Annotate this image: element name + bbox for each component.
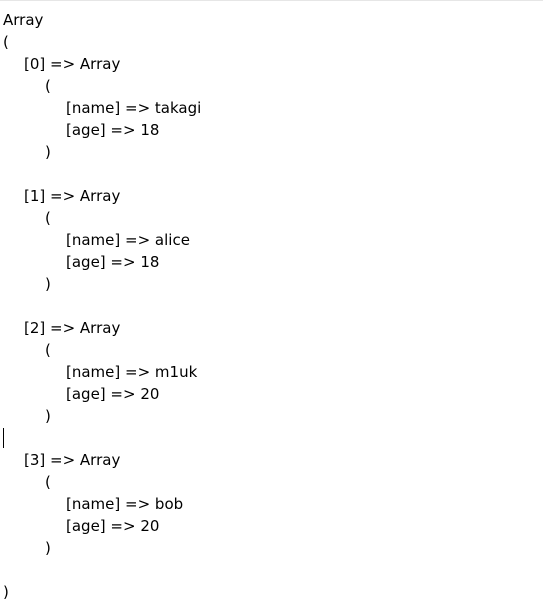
entry-open-paren: ( [45, 209, 51, 227]
entry-index-label: [1] => Array [24, 187, 121, 205]
entry-index-label: [0] => Array [24, 55, 121, 73]
top-divider [0, 0, 543, 1]
entry-index-label: [2] => Array [24, 319, 121, 337]
entry-open-paren: ( [45, 341, 51, 359]
entry-name-line: [name] => bob [66, 495, 184, 513]
root-open-paren: ( [3, 33, 9, 51]
entry-close-paren: ) [45, 143, 51, 161]
entry-open-paren: ( [45, 77, 51, 95]
blank-line [3, 559, 201, 581]
entry-close-paren: ) [45, 407, 51, 425]
text-caret [3, 428, 4, 448]
entry-name-line: [name] => m1uk [66, 363, 198, 381]
blank-line [3, 163, 201, 185]
entry-name-line: [name] => alice [66, 231, 190, 249]
entry-age-line: [age] => 18 [66, 253, 160, 271]
entry-index-label: [3] => Array [24, 451, 121, 469]
blank-line [3, 295, 201, 317]
blank-line [3, 427, 201, 449]
entry-open-paren: ( [45, 473, 51, 491]
root-array-label: Array [3, 11, 44, 29]
array-dump-output: Array ( [0] => Array ( [name] => takagi … [3, 9, 201, 603]
root-close-paren: ) [3, 583, 9, 601]
entry-age-line: [age] => 20 [66, 517, 160, 535]
entry-close-paren: ) [45, 539, 51, 557]
entry-age-line: [age] => 20 [66, 385, 160, 403]
entry-age-line: [age] => 18 [66, 121, 160, 139]
entry-close-paren: ) [45, 275, 51, 293]
entry-name-line: [name] => takagi [66, 99, 202, 117]
